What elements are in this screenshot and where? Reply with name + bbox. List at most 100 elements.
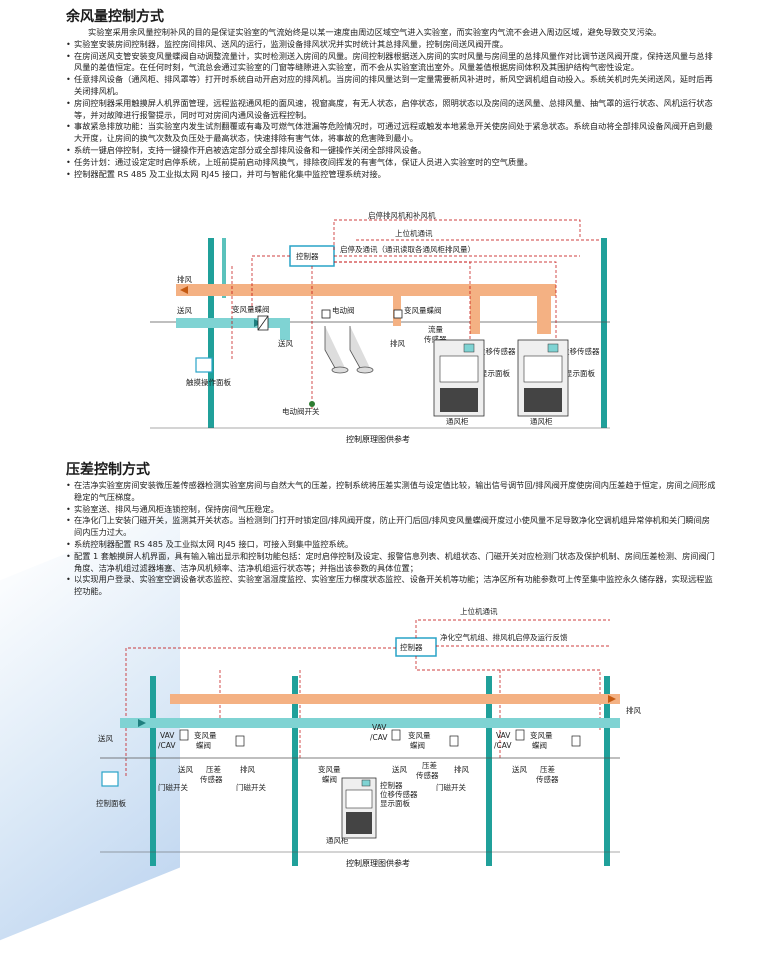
section1-bullet: 房间控制器采用触摸屏人机界面管理，远程监视通风柜的面风速，视窗高度，有无人状态，… — [66, 98, 716, 122]
label-exhaust: 排风 — [177, 274, 192, 284]
vav-damper — [571, 735, 581, 747]
label-display2: 显示面板 — [565, 368, 595, 378]
section2-bullet: 实验室送、排风与通风柜连锁控制，保持房间气压稳定。 — [66, 504, 716, 516]
label-feedback: 净化空气机组、排风机启停及运行反馈 — [440, 632, 568, 642]
section1-bullet: 系统一键启停控制，支持一键操作开启被选定部分或全部排风设备和一键操作关闭全部排风… — [66, 145, 716, 157]
exhaust-arrow — [180, 286, 188, 294]
label-mid-disp-sensor: 位移传感器 — [380, 789, 418, 799]
control-panel — [101, 771, 119, 787]
label-vav: 变风量蝶阀 — [232, 304, 270, 314]
label-exhaust2: 排风 — [390, 338, 405, 348]
section-title-pressure: 压差控制方式 — [66, 462, 150, 478]
section2-bullet-list: 在洁净实验室房间安装微压差传感器检测实验室房间与自然大气的压差，控制系统将压差实… — [66, 480, 716, 598]
diagram2-caption: 控制原理图供参考 — [346, 858, 410, 868]
label-sensor: 传感器 — [536, 774, 559, 784]
section1-intro: 实验室采用余风量控制补风的目的是保证实验室的气流始终是以某一速度由周边区域空气进… — [88, 27, 662, 37]
section2-bullet: 以实现用户登录、实验室空调设备状态监控、实验室温湿度监控、实验室压力梯度状态监控… — [66, 574, 716, 598]
section2-bullet: 系统控制器配置 RS 485 及工业拟太网 RJ45 接口，可接入到集中监控系统… — [66, 539, 716, 551]
section-title-residual-air: 余风量控制方式 — [66, 9, 164, 25]
elec-valve — [321, 309, 331, 319]
label-disp-sensor2: 位移传感器 — [562, 346, 600, 356]
supply-duct-drop — [280, 318, 290, 340]
label-mid-vav: 变风量 — [318, 764, 341, 774]
label-cav: /CAV — [370, 733, 388, 742]
label-fume1: 通风柜 — [446, 416, 469, 426]
label-supply: 送风 — [392, 764, 407, 774]
label-supply: 送风 — [98, 733, 113, 743]
fume-cabinet — [433, 339, 485, 417]
wall-pillar — [150, 676, 156, 866]
label-display1: 显示面板 — [480, 368, 510, 378]
controller-label: 控制器 — [296, 251, 319, 261]
label-vav-valve: 蝶阀 — [196, 740, 211, 750]
label-sensor: 传感器 — [200, 774, 223, 784]
diagram1-caption: 控制原理图供参考 — [346, 434, 410, 444]
exhaust-duct — [170, 694, 620, 704]
label-start-fans: 启停排风机和补风机 — [368, 210, 436, 220]
label-exhaust: 排风 — [454, 764, 469, 774]
label-fume-cabinet: 通风柜 — [326, 835, 349, 845]
label-vav: VAV — [160, 731, 175, 740]
label-upper-comm: 上位机通讯 — [460, 606, 498, 616]
touch-panel — [195, 357, 213, 373]
fume-cabinet — [341, 777, 377, 839]
label-start-comm: 启停及通讯（通讯读取各通风柜排风量） — [340, 244, 475, 254]
label-exhaust: 排风 — [626, 705, 641, 715]
control-diagram-1: 控制器 启停排风机和补风机 上位机通讯 启停及通讯（通讯读取各通风柜排风量） 排… — [150, 210, 610, 444]
exhaust-duct — [176, 284, 556, 296]
control-diagram-2: 控制器 上位机通讯 净化空气机组、排风机启停及运行反馈 排风 送风 VAV /C… — [96, 606, 641, 868]
elec-switch-icon — [309, 401, 315, 407]
controller-label: 控制器 — [400, 642, 423, 652]
section1-bullet: 任意排风设备（通风柜、排风罩等）打开时系统自动开启对应的排风机。当房间的排风量达… — [66, 74, 716, 98]
label-vav-valve: 变风量 — [530, 730, 553, 740]
label-vav-valve: 蝶阀 — [532, 740, 547, 750]
vav-damper — [391, 729, 401, 741]
label-touch-panel: 触摸操作面板 — [186, 377, 231, 387]
label-supply2: 送风 — [278, 338, 293, 348]
label-flow: 流量 — [428, 324, 443, 334]
fume-cabinet — [517, 339, 569, 417]
label-control-panel: 控制面板 — [96, 798, 126, 808]
label-disp-sensor1: 位移传感器 — [478, 346, 516, 356]
wall-pillar — [486, 676, 492, 866]
wall-pillar — [208, 238, 214, 428]
wall-pillar — [292, 676, 298, 866]
section2-body: 在洁净实验室房间安装微压差传感器检测实验室房间与自然大气的压差，控制系统将压差实… — [66, 480, 716, 598]
control-signal-lines — [231, 219, 600, 410]
label-vav2: 变风量蝶阀 — [404, 305, 442, 315]
exhaust-hoods — [324, 326, 374, 374]
label-mid-vav: 蝶阀 — [322, 774, 337, 784]
label-supply: 送风 — [512, 764, 527, 774]
label-vav: VAV — [496, 731, 511, 740]
label-supply: 送风 — [178, 764, 193, 774]
supply-duct — [176, 318, 286, 328]
vav-damper — [449, 735, 459, 747]
label-fume2: 通风柜 — [530, 416, 553, 426]
label-cav: /CAV — [158, 741, 176, 750]
label-sensor: 传感器 — [424, 334, 447, 344]
wall-pillar — [604, 676, 610, 866]
wall-pillar — [222, 238, 226, 298]
section1-bullet: 在房间送风支管安装变风量蝶阀自动调整流量计，实时检测送入房间的风量。房间控制器根… — [66, 51, 716, 75]
label-door-switch: 门磁开关 — [236, 782, 266, 792]
label-door-switch: 门磁开关 — [158, 782, 188, 792]
section1-bullet: 实验室安装房间控制器，监控房间排风、送风的运行，监测设备排风状况并实时统计其总排… — [66, 39, 716, 51]
section1-bullet: 事故紧急排放功能：当实验室内发生试剂翻覆或有毒及可燃气体泄漏等危险情况时，可通过… — [66, 121, 716, 145]
label-mid-controller: 控制器 — [380, 780, 403, 790]
label-vav: VAV — [372, 723, 387, 732]
supply-arrow — [138, 719, 146, 727]
vav-damper — [179, 729, 189, 741]
wall-pillar — [601, 238, 607, 428]
label-pressure: 压差 — [206, 764, 221, 774]
label-door-switch: 门磁开关 — [436, 782, 466, 792]
label-elec-valve: 电动阀 — [332, 305, 355, 315]
label-elec-switch: 电动阀开关 — [282, 406, 320, 416]
section1-bullet-list: 实验室安装房间控制器，监控房间排风、送风的运行，监测设备排风状况并实时统计其总排… — [66, 39, 716, 181]
label-vav-valve: 变风量 — [194, 730, 217, 740]
label-vav-valve: 变风量 — [408, 730, 431, 740]
exhaust-arrow — [608, 695, 616, 703]
label-exhaust: 排风 — [240, 764, 255, 774]
label-vav-valve: 蝶阀 — [410, 740, 425, 750]
section1-bullet: 任务计划：通过设定定时启停系统，上班前提前启动排风换气，排除夜间挥发的有害气体，… — [66, 157, 716, 169]
vav-damper — [515, 729, 525, 741]
